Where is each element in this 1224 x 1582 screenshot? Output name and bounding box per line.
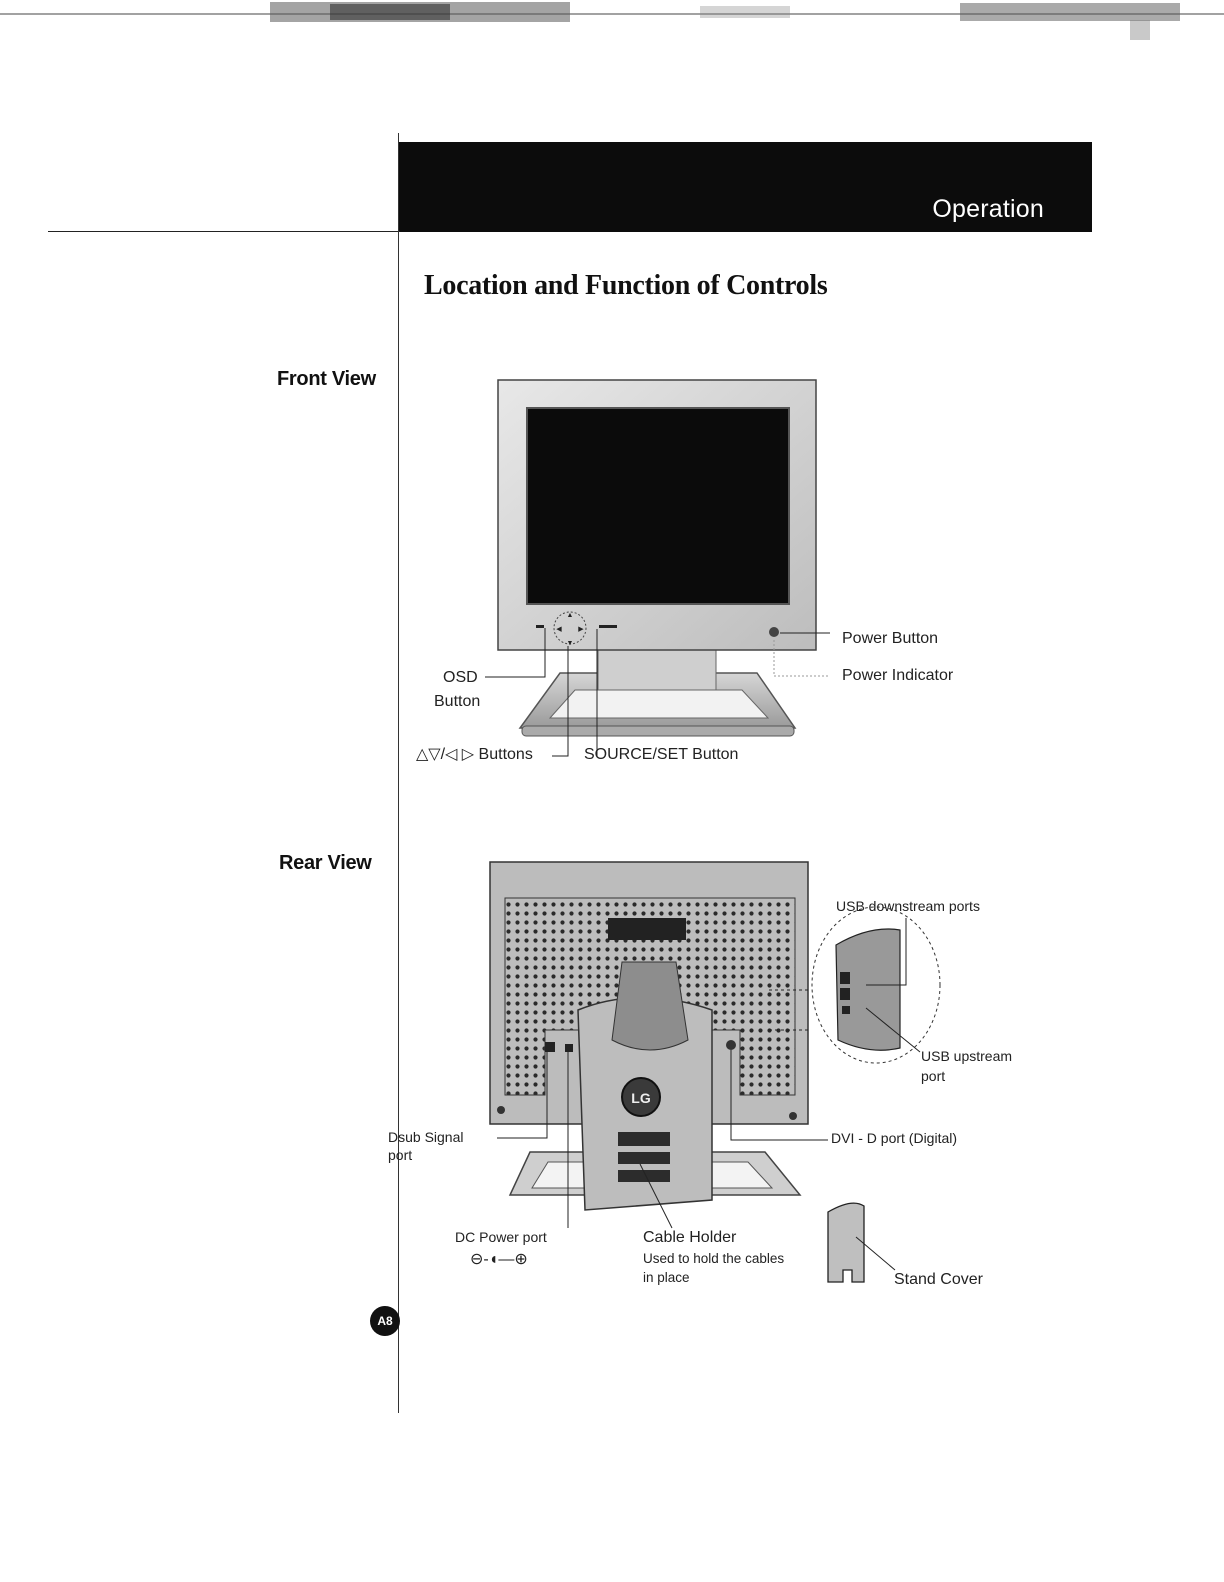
osd-button-callout-line1: OSD: [443, 669, 478, 686]
power-button-callout: Power Button: [842, 630, 939, 647]
arrow-buttons-callout: △▽/◁ ▷ Buttons: [416, 746, 533, 763]
page-number-badge: A8: [370, 1306, 400, 1336]
section-title: Operation: [932, 195, 1044, 223]
cable-holder-desc-line2: in place: [643, 1270, 690, 1285]
usb-upstream-callout-line1: USB upstream: [921, 1048, 1013, 1064]
stand-cover-callout: Stand Cover: [894, 1271, 983, 1288]
usb-downstream-callout: USB downstream ports: [836, 898, 980, 914]
svg-text:▲: ▲: [567, 612, 574, 619]
scan-noise-top: [0, 2, 1224, 40]
svg-text:▼: ▼: [567, 640, 574, 647]
dsub-signal-callout-line2: port: [388, 1147, 413, 1163]
source-set-button-callout: SOURCE/SET Button: [584, 746, 739, 763]
dc-power-callout: DC Power port: [455, 1229, 547, 1245]
power-indicator-callout: Power Indicator: [842, 667, 954, 684]
page-title: Location and Function of Controls: [424, 270, 828, 301]
dvi-port-callout: DVI - D port (Digital): [831, 1130, 958, 1146]
dsub-signal-callout-line1: Dsub Signal: [388, 1129, 464, 1145]
svg-text:◀: ◀: [556, 626, 562, 633]
rear-view-label: Rear View: [279, 852, 372, 874]
vertical-rule: [398, 133, 399, 1413]
usb-upstream-callout-line2: port: [921, 1068, 946, 1084]
cable-holder-callout: Cable Holder: [643, 1229, 737, 1246]
svg-text:▶: ▶: [578, 626, 584, 633]
osd-button-callout-line2: Button: [434, 693, 481, 710]
horizontal-rule: [48, 231, 400, 232]
front-view-label: Front View: [277, 368, 376, 390]
dc-polarity-symbol: ⊖-◖—⊕: [470, 1251, 528, 1268]
section-header-bar: Operation: [398, 142, 1092, 232]
lg-logo-text: LG: [631, 1090, 651, 1106]
cable-holder-desc-line1: Used to hold the cables: [643, 1251, 785, 1266]
